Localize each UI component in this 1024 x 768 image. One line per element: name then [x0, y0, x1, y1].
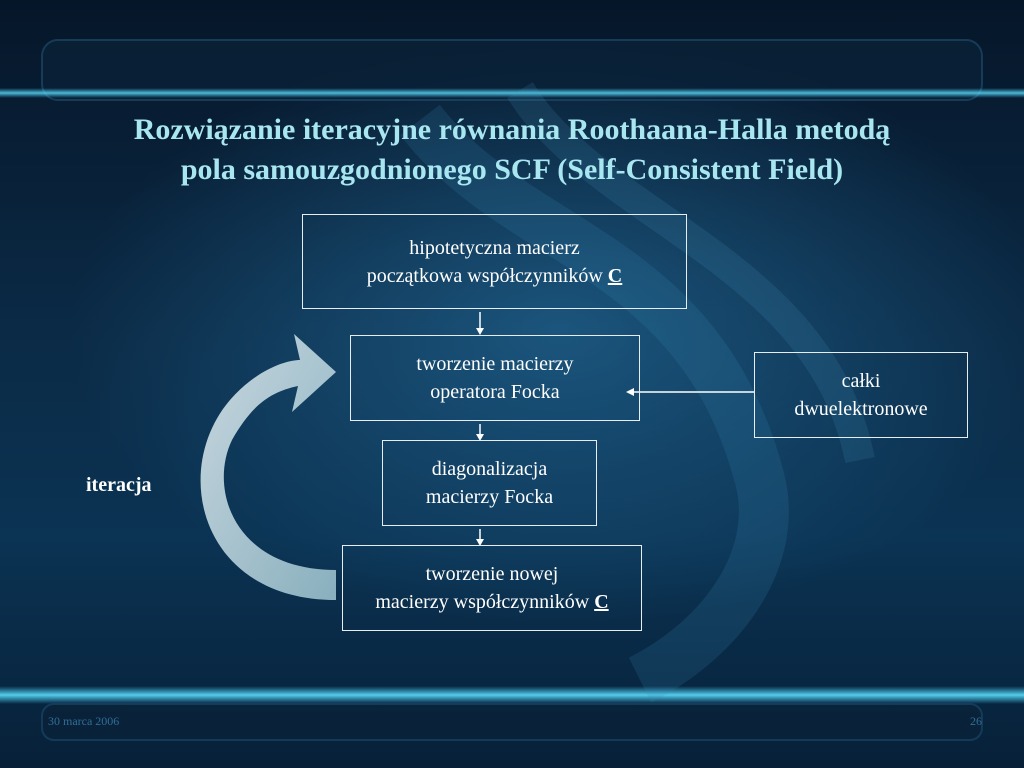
- swirl-2: [507, 81, 875, 463]
- box-new-matrix: tworzenie nowej macierzy współczynników …: [342, 545, 642, 631]
- box-diag-line-1: diagonalizacja: [431, 458, 548, 480]
- box-fock-line-1: tworzenie macierzy: [416, 353, 574, 375]
- bottom-glow-bar: [0, 686, 1024, 704]
- connector-2-head: [476, 434, 484, 441]
- connector-integrals-head: [626, 388, 634, 396]
- slide-title: Rozwiązanie iteracyjne równania Roothaan…: [40, 110, 984, 190]
- box-initial-line-2: początkowa współczynników C: [367, 262, 623, 290]
- footer-date: 30 marca 2006: [48, 714, 120, 728]
- box-diag-line-2: macierzy Focka: [425, 486, 554, 508]
- iteration-arrow: [200, 334, 336, 600]
- connector-1-head: [476, 328, 484, 335]
- swirl-1: [400, 104, 789, 703]
- connector-3-head: [476, 539, 484, 546]
- top-frame: [41, 39, 983, 101]
- box-initial-text: początkowa współczynników: [366, 264, 603, 287]
- box-initial-symbol: C: [607, 264, 623, 287]
- box-new-symbol: C: [594, 591, 609, 613]
- iteration-label: iteracja: [86, 474, 152, 496]
- box-integrals-line-2: dwuelektronowe: [794, 398, 928, 420]
- box-integrals-line-1: całki: [841, 370, 881, 392]
- box-initial-line-1: hipotetyczna macierz: [409, 236, 580, 259]
- title-line-2: pola samouzgodnionego SCF (Self-Consiste…: [180, 153, 844, 186]
- title-line-1: Rozwiązanie iteracyjne równania Roothaan…: [133, 113, 891, 146]
- box-integrals: całki dwuelektronowe: [754, 352, 968, 438]
- box-diagonalization: diagonalizacja macierzy Focka: [382, 440, 597, 526]
- box-fock-line-2: operatora Focka: [430, 381, 560, 403]
- top-glow-bar: [0, 88, 1024, 98]
- box-fock-build: tworzenie macierzy operatora Focka: [350, 335, 640, 421]
- box-new-text: macierzy współczynników: [375, 591, 590, 613]
- box-initial-matrix: hipotetyczna macierz początkowa współczy…: [302, 214, 687, 309]
- bottom-frame: [41, 703, 983, 741]
- box-new-line-1: tworzenie nowej: [425, 563, 559, 585]
- footer-page-number: 26: [970, 714, 982, 728]
- box-new-line-2: macierzy współczynników C: [375, 588, 608, 616]
